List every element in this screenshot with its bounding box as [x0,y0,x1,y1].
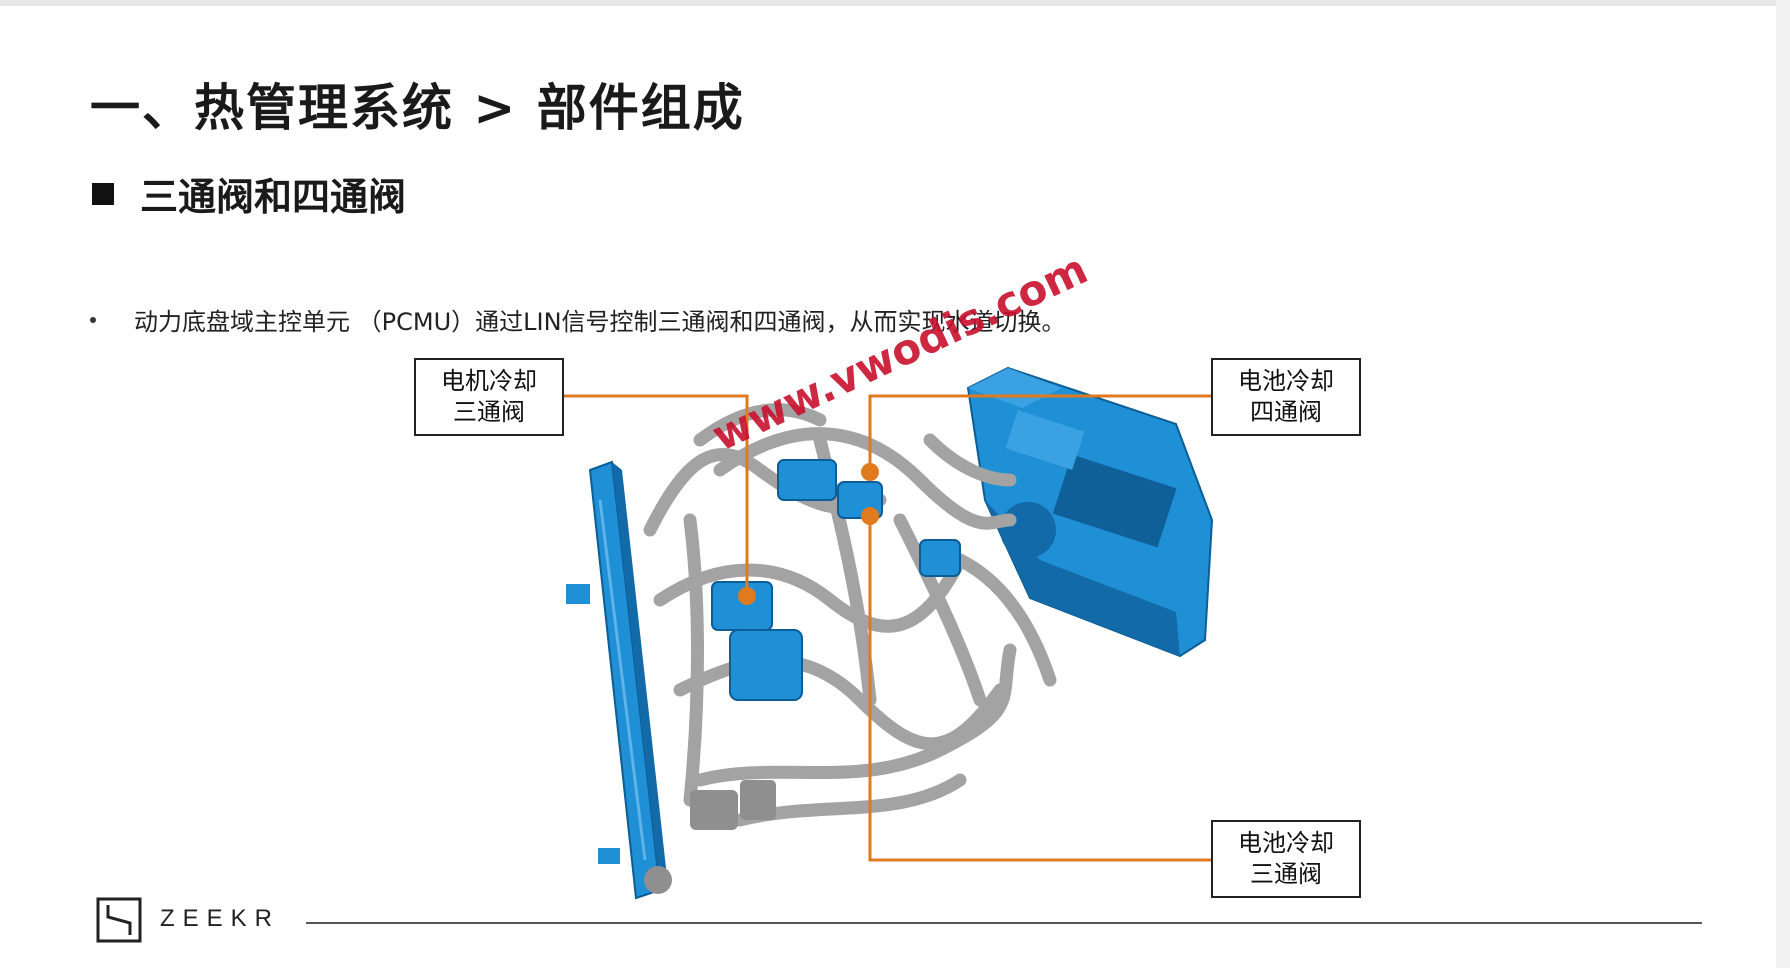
battery-4way-valve-marker [861,463,879,481]
motor-3way-valve-marker [738,587,756,605]
callout-line1: 电机冷却 [441,367,537,395]
battery-3way-valve-marker [861,507,879,525]
radiator [566,460,672,900]
section-heading-text: 三通阀和四通阀 [140,175,407,219]
square-bullet-icon [92,182,114,205]
callout-line2: 四通阀 [1250,398,1322,426]
callout-line2: 三通阀 [1250,860,1322,888]
leader-lines [564,394,1211,862]
callout-motor-cooling-3way-valve: 电机冷却 三通阀 [414,358,564,436]
bullet-item: 动力底盘域主控单元 （PCMU）通过LIN信号控制三通阀和四通阀，从而实现水道切… [90,302,1066,337]
hvac-module [966,366,1214,658]
brand-name: ZEEKR [160,905,281,932]
slide-title: 一、热管理系统 > 部件组成 [90,79,745,137]
right-edge [1776,0,1790,968]
callout-battery-cooling-3way-valve: 电池冷却 三通阀 [1211,820,1361,898]
callout-line1: 电池冷却 [1238,367,1334,395]
zeekr-logo-icon [96,897,142,943]
callout-line1: 电池冷却 [1238,829,1334,857]
section-heading: 三通阀和四通阀 [92,166,406,221]
footer-divider [306,922,1702,924]
callout-line2: 三通阀 [453,398,525,426]
pipe-network [643,403,1057,827]
bullet-dot-icon [90,316,96,323]
callout-battery-cooling-4way-valve: 电池冷却 四通阀 [1211,358,1361,436]
top-border [0,0,1790,6]
bullet-text: 动力底盘域主控单元 （PCMU）通过LIN信号控制三通阀和四通阀，从而实现水道切… [134,308,1066,336]
